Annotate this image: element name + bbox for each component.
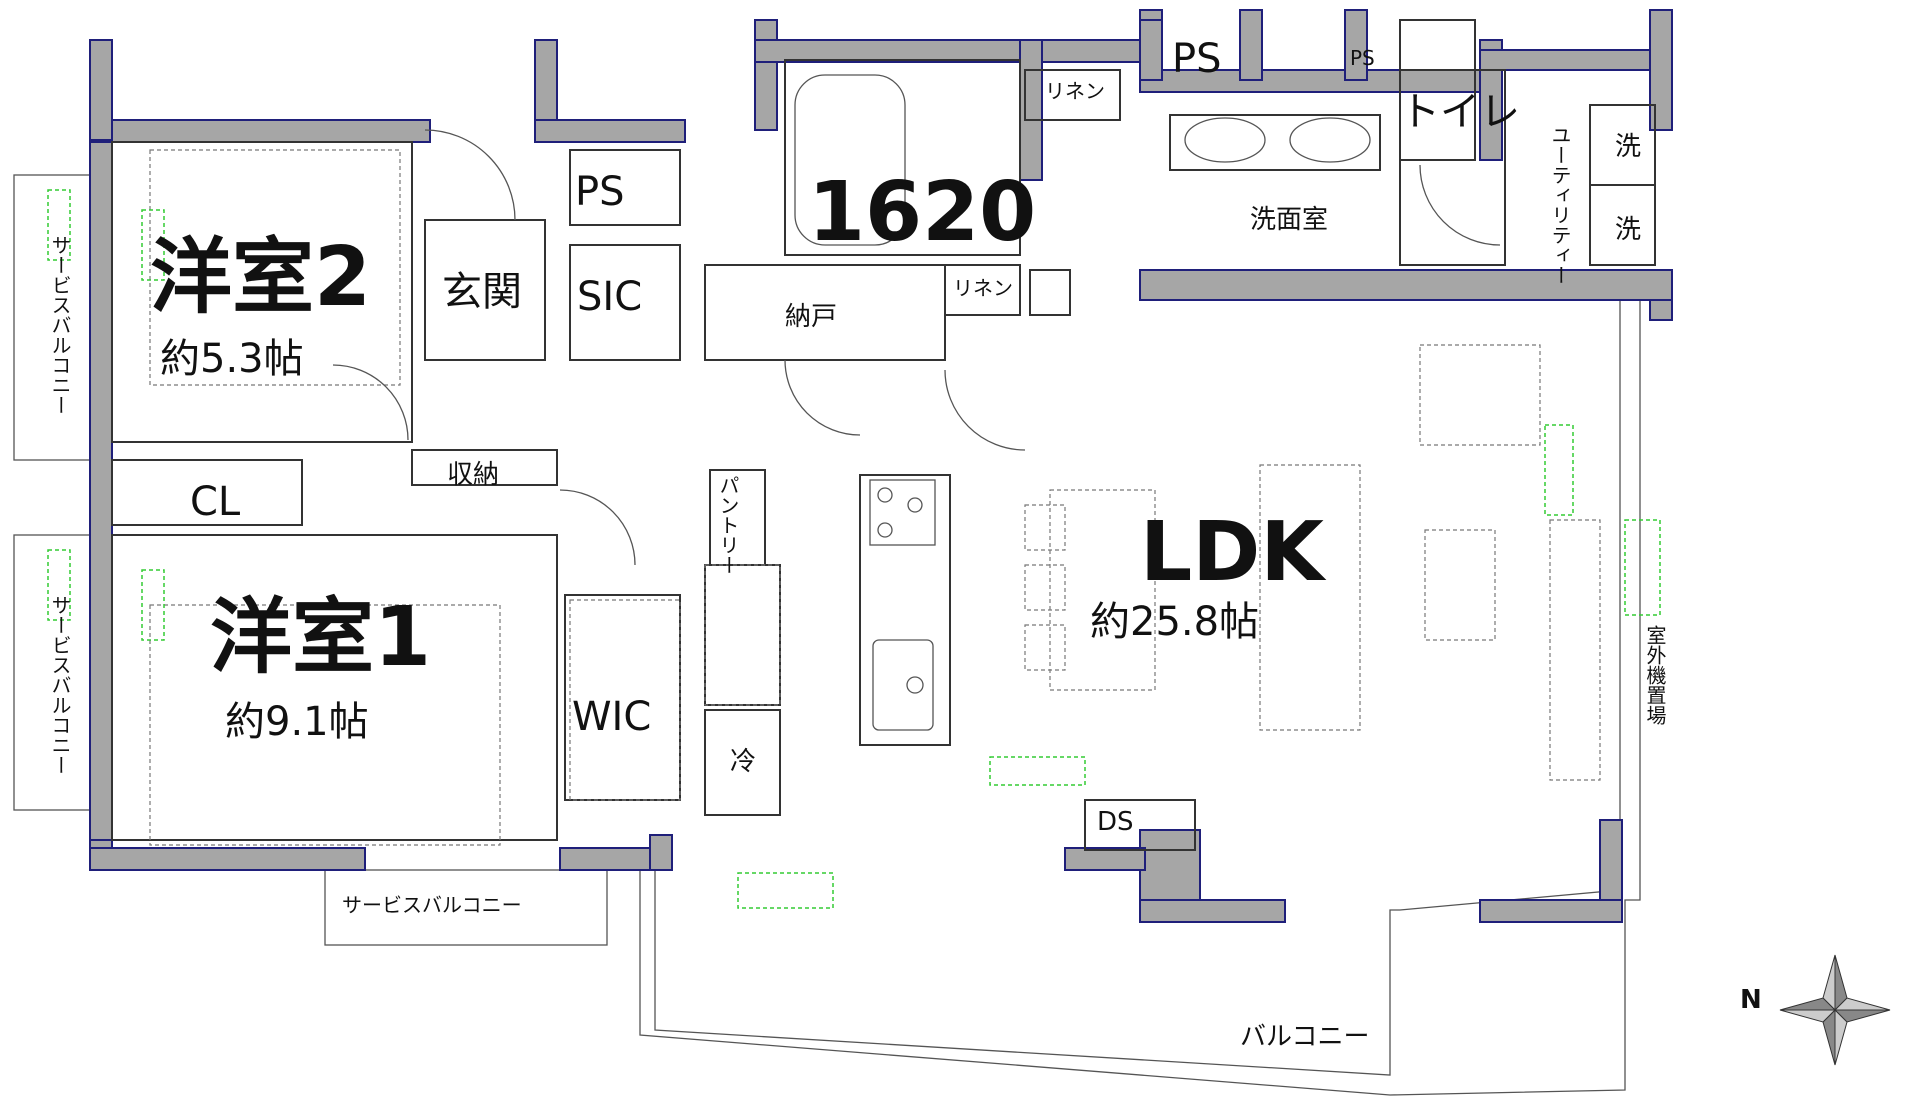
ps-3-label: PS — [575, 169, 625, 215]
pantry-label: パントリー — [716, 475, 740, 575]
labels: 洋室2 約5.3帖 洋室1 約9.1帖 LDK 約25.8帖 玄関 SIC WI… — [48, 36, 1667, 1052]
storage-label: 収納 — [447, 460, 499, 490]
main-balcony-label: バルコニー — [1240, 1022, 1369, 1052]
fridge-label: 冷 — [730, 747, 756, 777]
compass-north-label: N — [1740, 985, 1762, 1015]
wash-1-label: 洗 — [1615, 132, 1641, 162]
utility-label: ユーティリティー — [1548, 125, 1572, 285]
toilet-label: トイレ — [1400, 89, 1520, 135]
furniture — [149, 74, 1601, 846]
western-room-1-size: 約9.1帖 — [225, 699, 369, 745]
window-markers — [47, 189, 1661, 909]
wic-label: WIC — [572, 694, 651, 740]
sic-label: SIC — [577, 274, 642, 320]
ldk-name: LDK — [1140, 505, 1327, 600]
compass-icon: N — [1740, 954, 1891, 1066]
linen-mid-label: リネン — [953, 276, 1013, 300]
outdoor-unit-label: 室外機置場 — [1643, 625, 1667, 725]
bath-label: 1620 — [808, 165, 1036, 260]
western-room-2-size: 約5.3帖 — [160, 336, 304, 382]
ps-2-label: PS — [1350, 46, 1375, 70]
entrance-label: 玄関 — [442, 269, 522, 315]
doors — [332, 129, 1501, 566]
wash-2-label: 洗 — [1615, 215, 1641, 245]
service-balcony-bottom-outline — [324, 869, 608, 946]
service-balcony-left-top-label: サービスバルコニー — [48, 235, 72, 415]
ldk-size: 約25.8帖 — [1090, 599, 1259, 645]
western-room-1-name: 洋室1 — [210, 590, 431, 685]
main-balcony-outline — [639, 299, 1641, 1096]
closet-label: 納戸 — [785, 302, 837, 332]
western-room-2-name: 洋室2 — [150, 230, 371, 325]
cl-label: CL — [190, 479, 241, 525]
exterior-walls — [89, 9, 1673, 923]
ds-label: DS — [1097, 807, 1134, 837]
kitchen — [859, 474, 951, 746]
linen-top-label: リネン — [1045, 79, 1105, 103]
ps-1-label: PS — [1172, 36, 1222, 82]
washroom-label: 洗面室 — [1250, 205, 1328, 235]
service-balcony-left-bottom-label: サービスバルコニー — [48, 595, 72, 775]
service-balcony-bottom-label: サービスバルコニー — [342, 893, 522, 917]
